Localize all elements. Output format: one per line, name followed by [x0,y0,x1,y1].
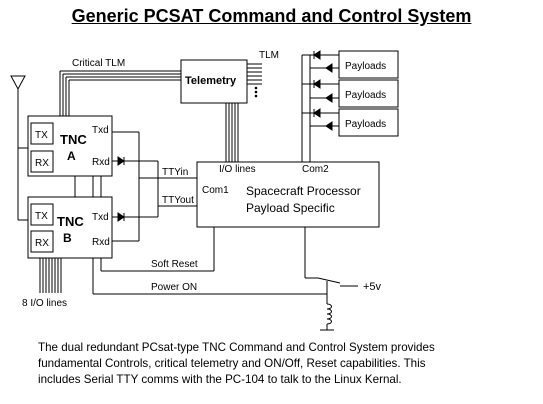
tnc-b-tx-label: TX [35,211,48,222]
processor-title-line1: Spacecraft Processor [246,184,361,198]
io8-label: 8 I/O lines [22,298,67,309]
tnc-b-name: TNC [57,214,84,229]
critical-tlm-bus [59,70,181,116]
telemetry-label: Telemetry [185,75,237,87]
tnc-a-tx-label: TX [35,130,48,141]
ttyout-label: TTYout [162,195,194,206]
spacecraft-processor-box [196,161,380,228]
payload-box-3 [338,108,399,137]
ttyin-label: TTYin [162,167,188,178]
tnc-b-box [27,196,113,259]
tnc-a-name: TNC [60,132,87,147]
tlm-input-lines [247,63,262,98]
soft-reset-line [100,227,215,272]
tnc-a-wiring [112,131,197,241]
tnc-a-rxd: Rxd [92,157,110,168]
tnc-b-rxd: Rxd [92,237,110,248]
power-on-label: Power ON [151,282,197,293]
tnc-b-rx-label: RX [35,238,49,249]
tnc-a-txd: Txd [92,125,109,136]
tnc-a-rx-label: RX [35,158,49,169]
plus5v-label: +5v [363,281,382,293]
tlm-label: TLM [259,50,279,61]
power-on-line [92,258,327,295]
caption: The dual redundant PCsat-type TNC Comman… [38,340,538,388]
tnc-b-txd: Txd [92,212,109,223]
soft-reset-label: Soft Reset [151,259,198,270]
io-lines-bus [225,103,239,162]
tnc-a-box [27,115,113,177]
processor-title-line2: Payload Specific [246,201,335,215]
payload-power-lines [301,50,339,162]
power-switch [304,227,358,304]
system-diagram: Critical TLM TLM Telemetry Payloads Payl… [10,50,399,331]
com2-label: Com2 [302,164,329,175]
payload-box-1 [338,50,399,79]
payload-label-3: Payloads [345,119,386,130]
caption-line-3: includes Serial TTY comms with the PC-10… [38,373,402,386]
io-lines-bundle [39,258,62,293]
caption-line-2: fundamental Controls, critical telemetry… [38,357,426,370]
tnc-interconnect-lines [74,176,102,197]
tnc-b-sub: B [63,231,72,245]
relay-coil-icon [320,303,334,331]
io-lines-label: I/O lines [219,164,256,175]
tnc-b-wiring [112,160,197,242]
caption-line-1: The dual redundant PCsat-type TNC Comman… [38,341,435,354]
payload-label-2: Payloads [345,90,386,101]
tnc-a-sub: A [67,149,76,163]
critical-tlm-label: Critical TLM [72,58,125,69]
payload-box-2 [338,79,399,108]
payload-label-1: Payloads [345,61,386,72]
telemetry-box [180,59,248,104]
page-title: Generic PCSAT Command and Control System [71,6,472,26]
antenna-icon [10,75,28,221]
com1-label: Com1 [202,185,229,196]
